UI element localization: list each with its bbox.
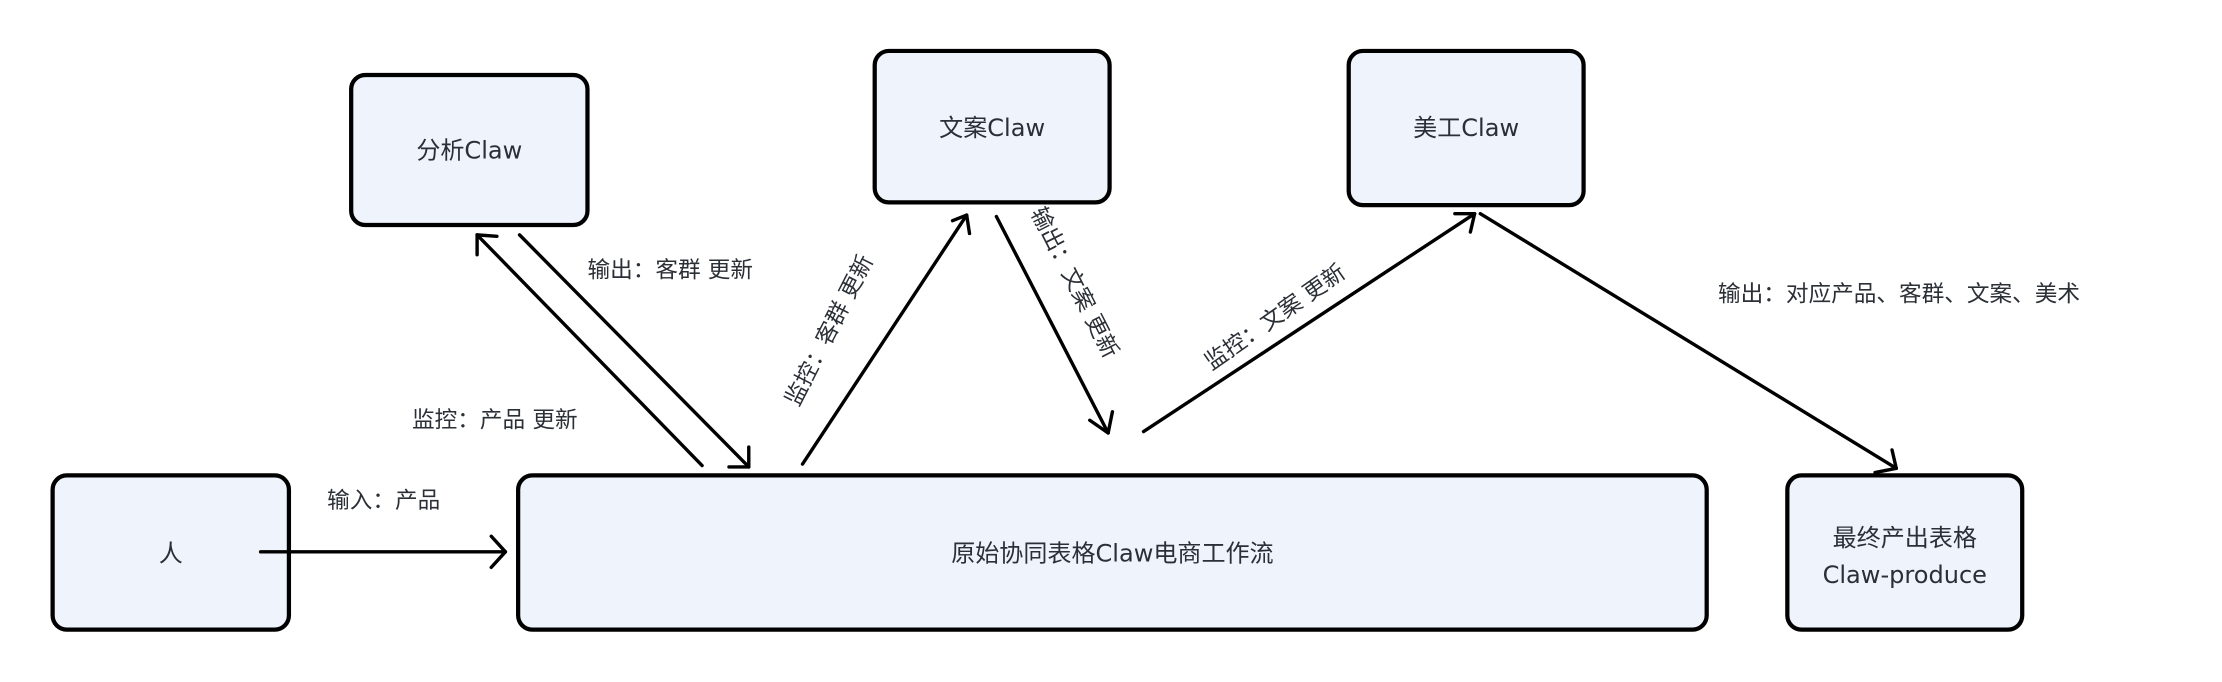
- arrowhead-icon: [475, 233, 499, 257]
- node-final[interactable]: 最终产出表格 Claw-produce: [1785, 473, 2025, 632]
- node-analysis-label: 分析Claw: [416, 136, 522, 164]
- edge-copywriting-to-workflow: 输出：文案 更新: [994, 203, 1123, 435]
- edge-label-workflow-to-artwork: 监控：文案 更新: [1200, 259, 1351, 375]
- arrowhead-icon: [950, 213, 972, 236]
- node-analysis[interactable]: 分析Claw: [349, 72, 590, 228]
- arrowhead-icon: [489, 534, 508, 570]
- edge-label-copywriting-to-workflow: 输出：文案 更新: [1025, 203, 1123, 362]
- node-copywriting-label: 文案Claw: [939, 114, 1045, 142]
- arrowhead-icon: [1088, 410, 1115, 435]
- edge-human-to-workflow: 输入：产品: [258, 488, 508, 570]
- edge-label-workflow-to-analysis: 监控：产品 更新: [412, 407, 578, 433]
- node-copywriting[interactable]: 文案Claw: [872, 48, 1112, 205]
- edge-workflow-to-artwork: 监控：文案 更新: [1141, 211, 1477, 434]
- arrowhead-icon: [1873, 448, 1898, 475]
- node-human-label: 人: [159, 540, 183, 568]
- edge-label-workflow-to-copywriting: 监控：客群 更新: [780, 251, 878, 410]
- node-artwork-label: 美工Claw: [1413, 114, 1519, 142]
- edge-analysis-to-workflow: 输出：客群 更新: [517, 233, 753, 469]
- node-artwork[interactable]: 美工Claw: [1346, 48, 1586, 208]
- node-final-label-line1: 最终产出表格: [1833, 524, 1977, 552]
- node-human[interactable]: 人: [50, 473, 292, 632]
- edge-label-human-to-workflow: 输入：产品: [327, 488, 440, 514]
- arrowhead-icon: [727, 445, 751, 469]
- edge-label-analysis-to-workflow: 输出：客群 更新: [587, 257, 753, 283]
- edge-label-artwork-to-final: 输出：对应产品、客群、文案、美术: [1718, 281, 2080, 307]
- edge-workflow-to-copywriting: 监控：客群 更新: [780, 213, 972, 466]
- edge-workflow-to-analysis: 监控：产品 更新: [412, 233, 704, 468]
- node-workflow-label: 原始协同表格Claw电商工作流: [951, 540, 1273, 568]
- node-final-label-line2: Claw-produce: [1823, 561, 1987, 589]
- node-workflow[interactable]: 原始协同表格Claw电商工作流: [516, 473, 1709, 632]
- arrowhead-icon: [1453, 211, 1477, 234]
- edge-artwork-to-final: 输出：对应产品、客群、文案、美术: [1478, 211, 2080, 475]
